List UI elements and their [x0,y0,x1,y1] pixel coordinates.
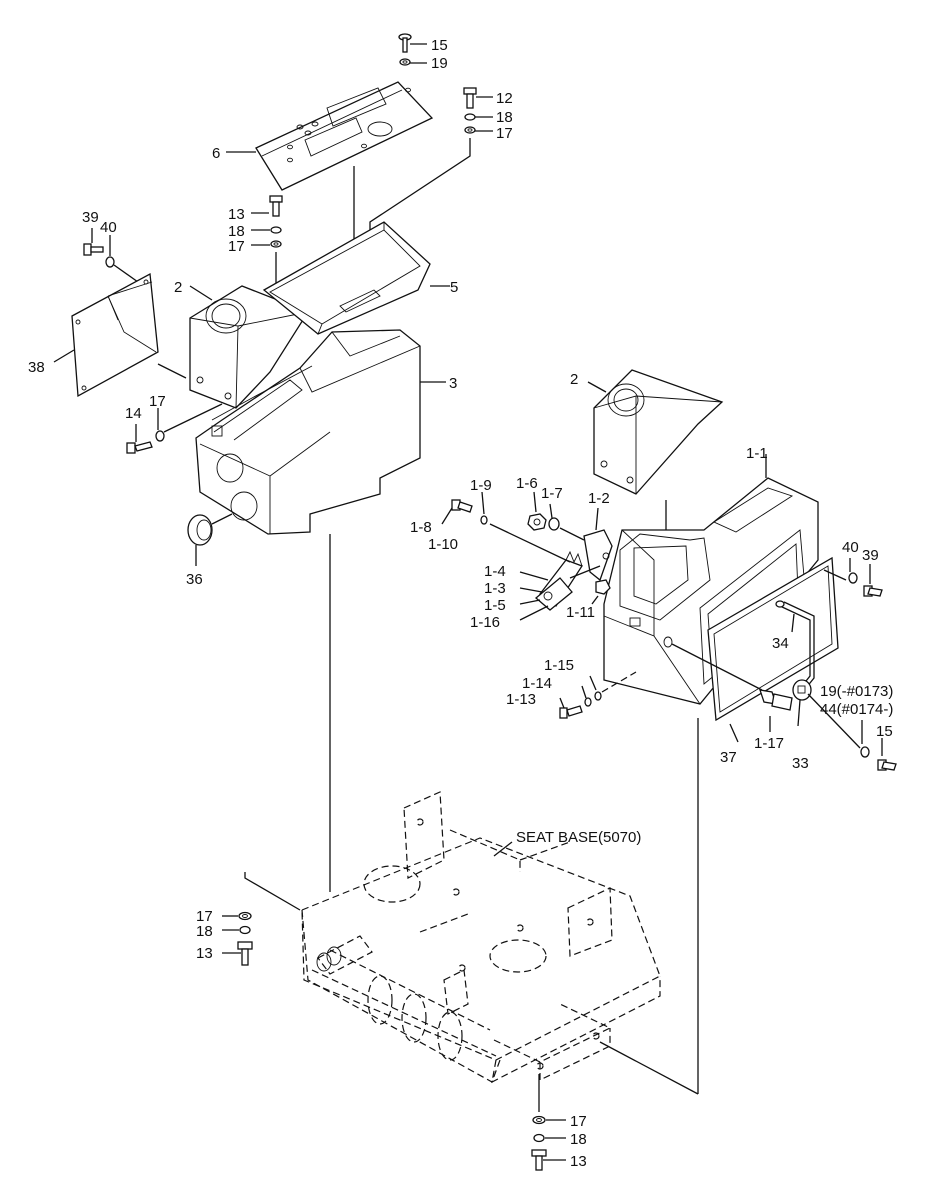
callout-6: 6 [212,145,220,162]
callout-1-16: 1-16 [470,614,500,631]
callout-15: 15 [876,723,893,740]
bolt-39-right [823,558,883,597]
pin-1-17 [671,643,793,732]
callout-labels: 15 19 12 18 17 6 13 18 17 39 40 2 5 38 3… [28,37,893,1170]
callout-37: 37 [720,749,737,766]
callout-15: 15 [431,37,448,54]
part-cover-2-right [587,369,724,495]
callout-18: 18 [570,1131,587,1148]
part-gear-segment [519,550,583,621]
callout-1-2: 1-2 [588,490,610,507]
callout-1-11: 1-11 [566,604,595,621]
bolt-39-left [83,228,139,283]
callout-12: 12 [496,90,513,107]
part-tray-5 [262,221,450,335]
nut-1-11 [591,579,611,605]
part-knob-33 [792,679,812,727]
callout-1-5: 1-5 [484,597,506,614]
bolt-1-8 [441,491,571,563]
callout-18: 18 [496,109,513,126]
bolt-14 [126,403,223,454]
callout-44-range: 44(#0174-) [820,701,893,718]
callout-17: 17 [496,125,513,142]
part-seat-base [301,791,661,1084]
callout-1-4: 1-4 [484,563,506,580]
callout-1-14: 1-14 [522,675,552,692]
callout-38: 38 [28,359,45,376]
callout-1-8: 1-8 [410,519,432,536]
callout-40: 40 [100,219,117,236]
callout-13: 13 [570,1153,587,1170]
screw-15-right [807,693,897,771]
part-grommet-36 [187,513,233,566]
callout-2: 2 [174,279,182,296]
part-housing-3 [195,329,446,535]
callout-13: 13 [196,945,213,962]
callout-3: 3 [449,375,457,392]
callout-1-7: 1-7 [541,485,563,502]
callout-39: 39 [862,547,879,564]
callout-17: 17 [570,1113,587,1130]
callout-36: 36 [186,571,203,588]
callout-18: 18 [228,223,245,240]
part-cover-2-left [189,285,309,409]
screw-15-top [398,33,427,66]
callout-17: 17 [228,238,245,255]
callout-40: 40 [842,539,859,556]
callout-19: 19 [431,55,448,72]
callout-1-6: 1-6 [516,475,538,492]
callout-13: 13 [228,206,245,223]
callout-1-15: 1-15 [544,657,574,674]
callout-39: 39 [82,209,99,226]
callout-1-10: 1-10 [428,536,458,553]
callout-17: 17 [196,908,213,925]
callout-1-17: 1-17 [754,735,784,752]
callout-seat-base: SEAT BASE(5070) [516,829,641,846]
bolt-13-bottom [531,1074,566,1171]
callout-1-1: 1-1 [746,445,768,462]
callout-18: 18 [196,923,213,940]
bolt-1-13 [559,671,637,719]
callout-1-9: 1-9 [470,477,492,494]
callout-1-3: 1-3 [484,580,506,597]
part-bracket-1-2 [569,507,613,582]
callout-17: 17 [149,393,166,410]
callout-2: 2 [570,371,578,388]
callout-14: 14 [125,405,142,422]
bolt-13-lower-left [222,872,301,966]
part-top-plate [255,81,434,191]
callout-33: 33 [792,755,809,772]
callout-1-13: 1-13 [506,691,536,708]
part-housing-1-1 [603,454,819,705]
bolt-13-upper [251,195,283,292]
nut-1-6 [527,491,585,541]
callout-34: 34 [772,635,789,652]
callout-19-range: 19(-#0173) [820,683,893,700]
callout-5: 5 [450,279,458,296]
part-cover-38 [53,272,187,398]
